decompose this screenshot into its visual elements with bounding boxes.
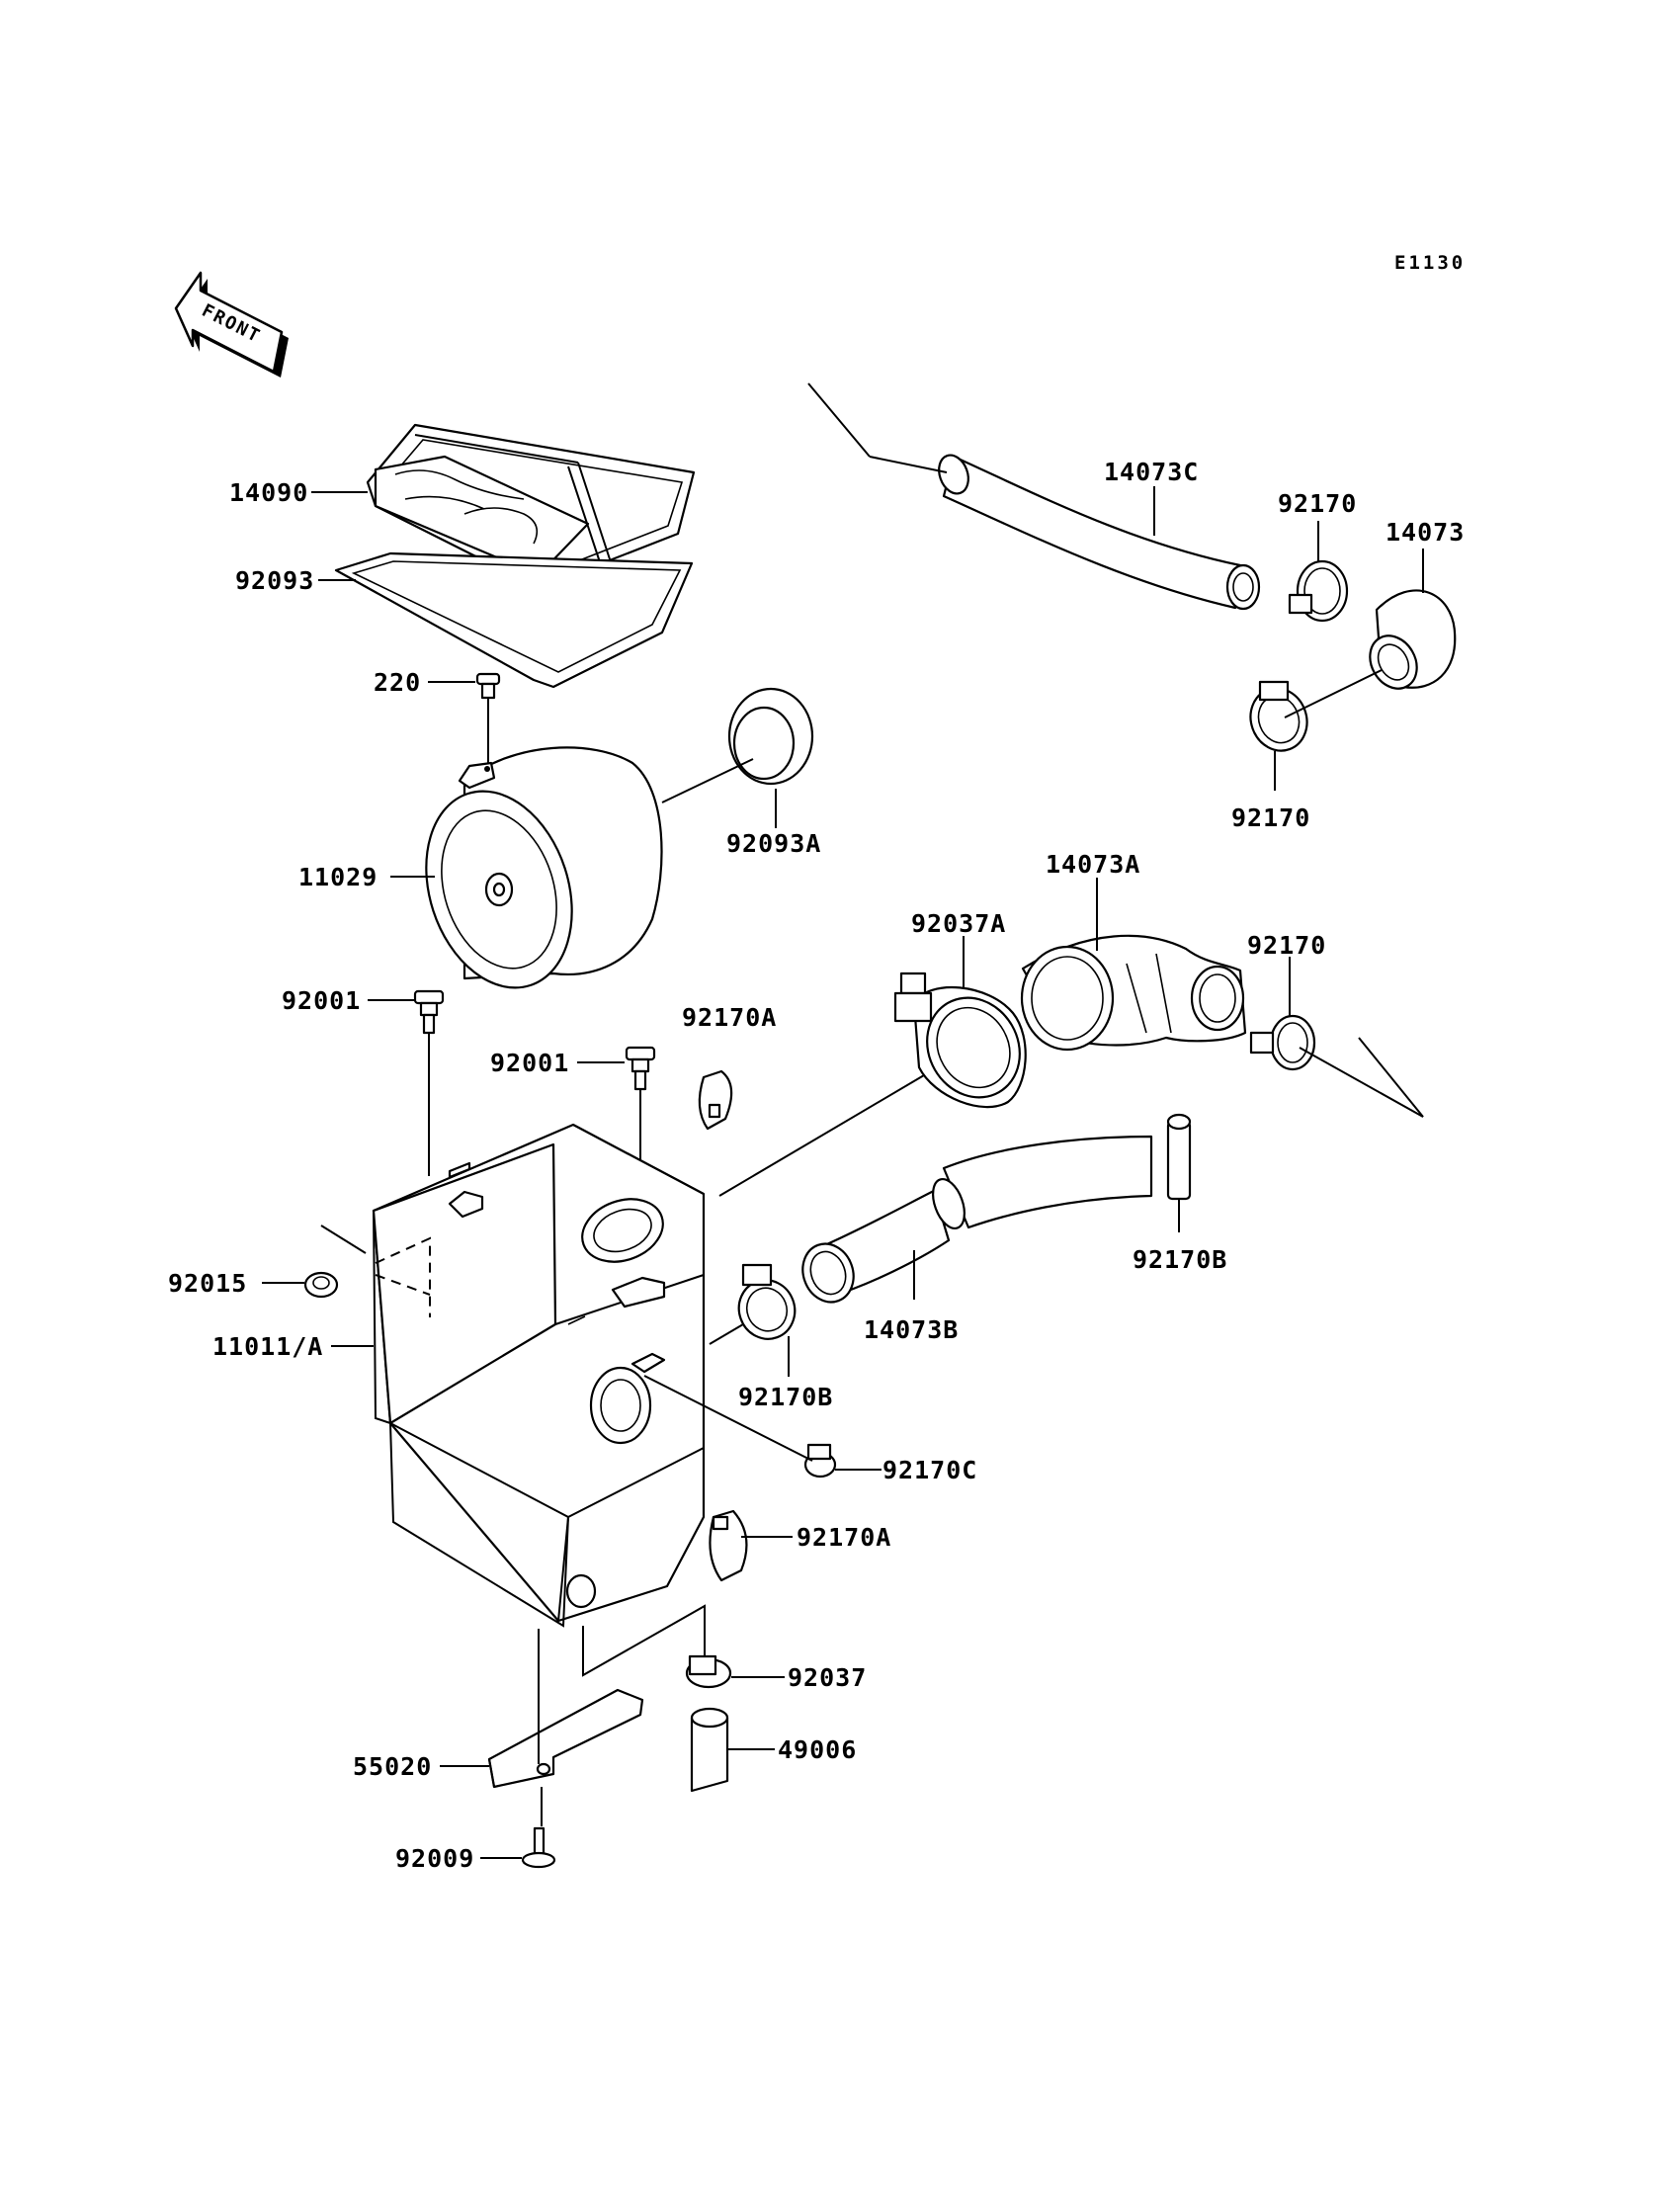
elbow-14073a-part (1020, 934, 1247, 1052)
intake-hose-14073b-part (801, 1135, 1153, 1304)
air-cleaner-box-part (372, 1123, 706, 1628)
label-92170-a: 92170 (1278, 489, 1357, 518)
bracket-55020-part (487, 1629, 644, 1789)
clip-92170a-lower-part (709, 1509, 748, 1582)
label-92037A: 92037A (911, 909, 1006, 938)
air-filter-element-part (425, 746, 663, 989)
bolt-92009-part (521, 1787, 556, 1869)
clamp-92170b-lower-part (709, 1263, 797, 1345)
screw-220-part (475, 672, 501, 763)
label-92093A: 92093A (726, 829, 821, 858)
tube-92170b-part (1166, 1113, 1192, 1201)
clamp-92170-a-part (1288, 559, 1349, 623)
label-49006: 49006 (778, 1735, 857, 1764)
label-92170B-b: 92170B (738, 1383, 833, 1411)
diagram-code: E1130 (1394, 252, 1466, 274)
drain-cap-49006-part (690, 1707, 729, 1793)
label-14090: 14090 (229, 478, 308, 507)
label-11029: 11029 (298, 863, 378, 891)
clamp-92170-b-part (1249, 669, 1383, 752)
bolt-92001-a-part (413, 989, 445, 1176)
gasket-part (334, 551, 694, 689)
label-14073B: 14073B (864, 1315, 959, 1344)
label-55020: 55020 (353, 1752, 432, 1781)
clamp-92037-part (582, 1604, 732, 1689)
clip-92170c-part (643, 1375, 837, 1479)
label-92009: 92009 (395, 1844, 474, 1873)
label-92001-a: 92001 (282, 986, 361, 1015)
clip-92170a-upper-part (698, 1069, 733, 1131)
label-14073C: 14073C (1104, 458, 1199, 486)
nut-92015-part (303, 1225, 367, 1299)
clamp-92170-c-part (1249, 1014, 1424, 1118)
label-92037: 92037 (788, 1663, 867, 1692)
label-14073: 14073 (1386, 518, 1465, 547)
label-92015: 92015 (168, 1269, 247, 1298)
clamp-92037a-part (718, 972, 1027, 1197)
label-92001-b: 92001 (490, 1049, 569, 1077)
label-220: 220 (374, 668, 421, 697)
leader-lines (262, 486, 1424, 1859)
front-arrow-icon: FRONT (174, 271, 289, 378)
filter-seal-ring-part (661, 687, 814, 803)
air-filter-cover-part (366, 423, 696, 590)
label-92170B-a: 92170B (1133, 1245, 1227, 1274)
label-11011A: 11011/A (212, 1332, 323, 1361)
label-92170A-b: 92170A (797, 1523, 891, 1552)
label-92170-c: 92170 (1247, 931, 1326, 960)
intake-hose-14073c-part (807, 382, 1261, 611)
label-92170A-a: 92170A (682, 1003, 777, 1032)
label-92093: 92093 (235, 566, 314, 595)
label-92170C: 92170C (882, 1456, 977, 1484)
label-14073A: 14073A (1046, 850, 1140, 879)
label-92170-b: 92170 (1231, 803, 1310, 832)
elbow-14073-part (1369, 589, 1457, 690)
